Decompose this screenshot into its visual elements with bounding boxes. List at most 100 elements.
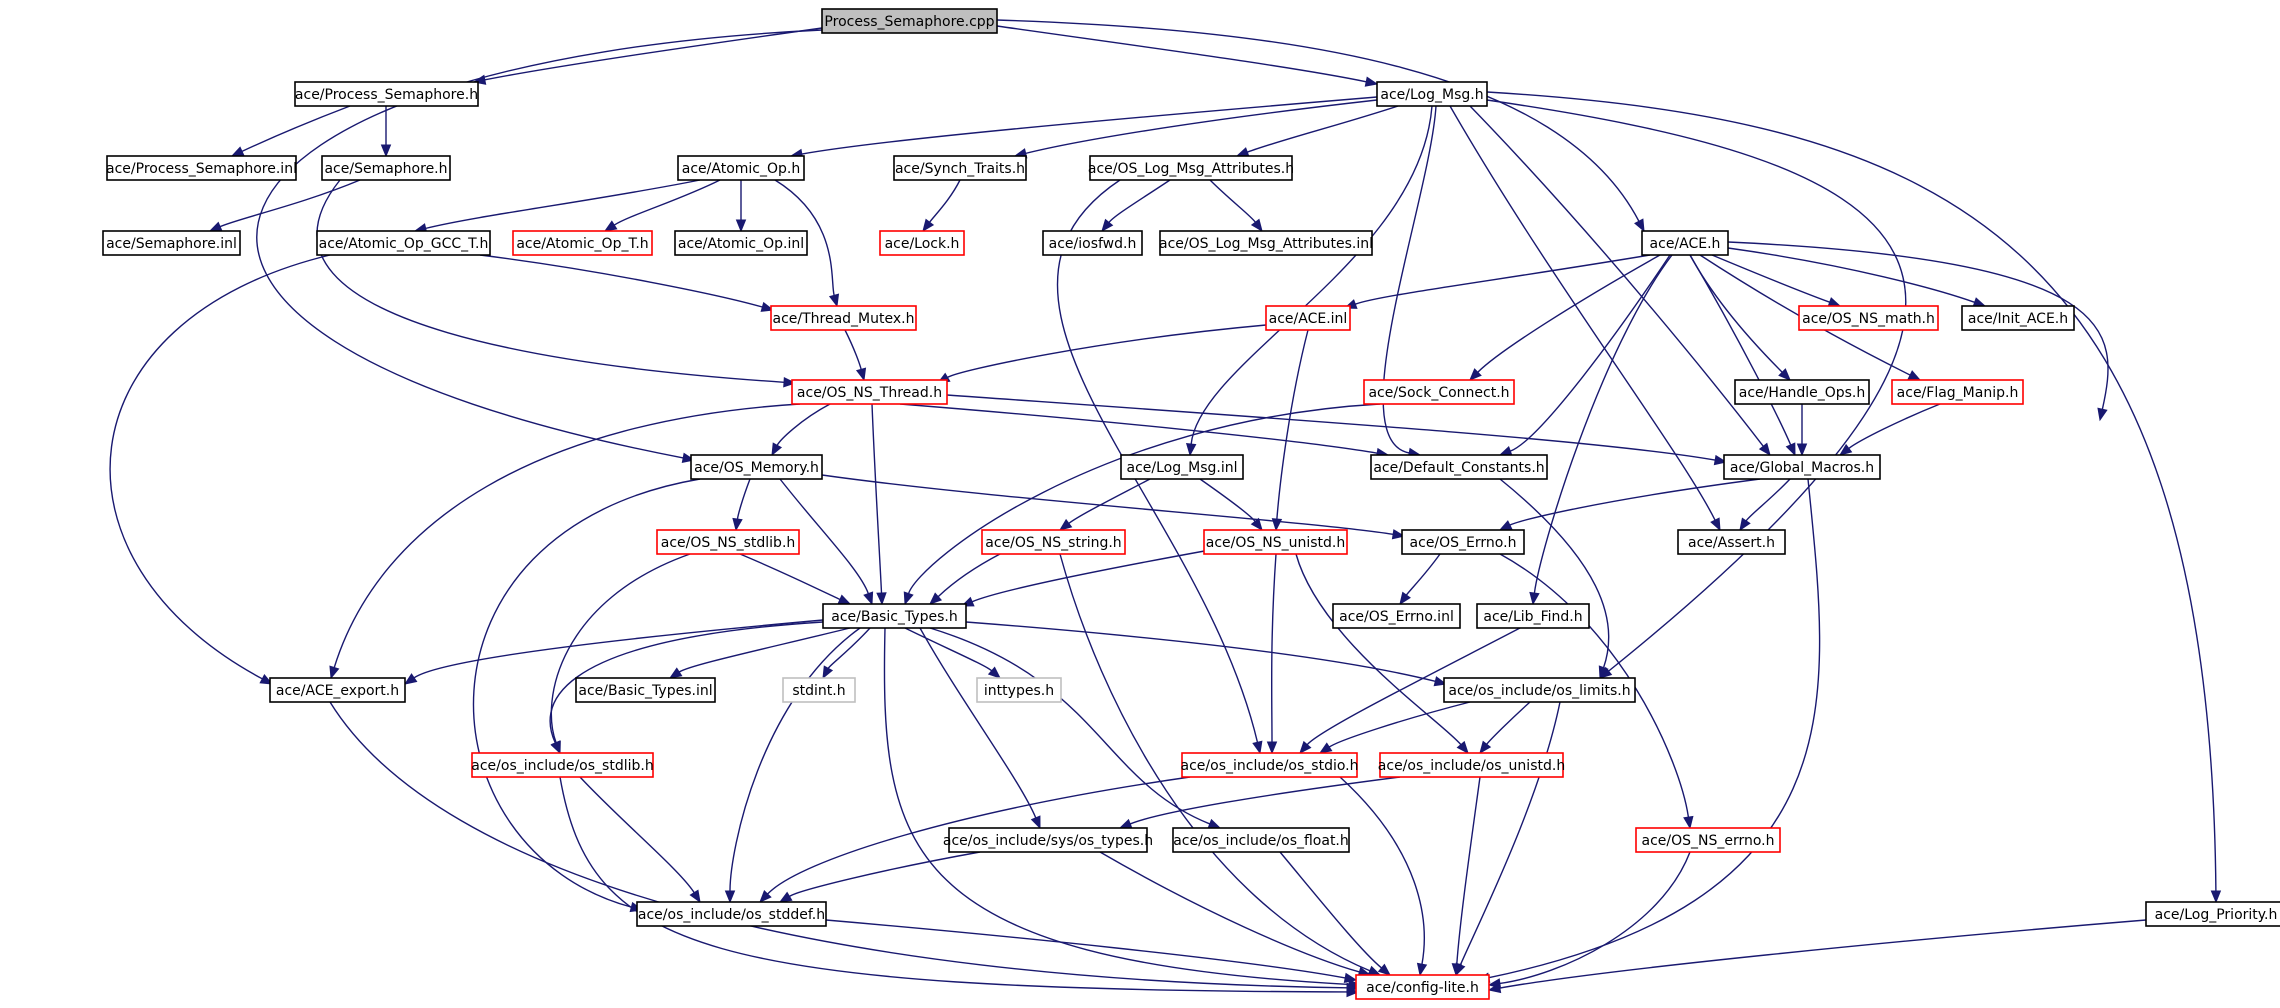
node-flag-manip-h[interactable]: ace/Flag_Manip.h <box>1891 379 2024 405</box>
edge-os_stdlib_h-to-config_lite_h <box>559 776 1360 998</box>
node-label: ace/Semaphore.inl <box>106 236 237 252</box>
node-handle-ops-h[interactable]: ace/Handle_Ops.h <box>1734 379 1870 405</box>
edge-ace_h-to-sock_connect_h <box>1469 254 1661 381</box>
node-synch-traits-h[interactable]: ace/Synch_Traits.h <box>893 155 1027 181</box>
node-os-limits-h[interactable]: ace/os_include/os_limits.h <box>1443 677 1636 703</box>
node-os-memory-h[interactable]: ace/OS_Memory.h <box>690 454 823 480</box>
edge-line <box>907 403 1381 594</box>
edge-arrowhead <box>778 891 793 903</box>
node-lock-h[interactable]: ace/Lock.h <box>879 230 965 256</box>
node-inttypes-h[interactable]: inttypes.h <box>976 677 1062 703</box>
node-os-ns-string-h[interactable]: ace/OS_NS_string.h <box>981 529 1126 555</box>
node-thread-mutex-h[interactable]: ace/Thread_Mutex.h <box>770 305 917 331</box>
node-log-msg-inl[interactable]: ace/Log_Msg.inl <box>1120 454 1244 480</box>
edge-os_float_h-to-config_lite_h <box>1279 851 1392 976</box>
edge-line <box>241 105 351 153</box>
edge-os_ns_unistd_h-to-basic_types_h <box>960 549 1211 607</box>
node-os-stddef-h[interactable]: ace/os_include/os_stddef.h <box>636 901 827 927</box>
node-iosfwd-h[interactable]: ace/iosfwd.h <box>1042 230 1143 256</box>
node-os-stdio-h[interactable]: ace/os_include/os_stdio.h <box>1181 752 1359 778</box>
node-label: ace/OS_Log_Msg_Attributes.h <box>1088 161 1294 177</box>
node-init-ace-h[interactable]: ace/Init_ACE.h <box>1961 305 2075 331</box>
node-os-ns-unistd-h[interactable]: ace/OS_NS_unistd.h <box>1203 529 1348 555</box>
edge-line <box>1469 105 1764 447</box>
node-lib-find-h[interactable]: ace/Lib_Find.h <box>1476 603 1590 629</box>
node-os-float-h[interactable]: ace/os_include/os_float.h <box>1172 827 1350 853</box>
node-atomic-op-gcc-t-h[interactable]: ace/Atomic_Op_GCC_T.h <box>316 230 491 256</box>
node-box <box>782 677 856 703</box>
node-global-macros-h[interactable]: ace/Global_Macros.h <box>1723 454 1881 480</box>
node-box <box>294 81 479 107</box>
edge-os_unistd_h-to-config_lite_h <box>1451 776 1481 977</box>
edge-arrowhead <box>987 666 1001 679</box>
node-os-ns-stdlib-h[interactable]: ace/OS_NS_stdlib.h <box>656 529 800 555</box>
edge-arrowhead <box>922 218 935 233</box>
edge-line <box>1199 478 1256 522</box>
edge-os_memory_h-to-os_ns_stdlib_h <box>732 478 751 532</box>
node-process-semaphore-h[interactable]: ace/Process_Semaphore.h <box>294 81 479 107</box>
node-assert-h[interactable]: ace/Assert.h <box>1677 529 1786 555</box>
edge-os_limits_h-to-os_unistd_h <box>1479 701 1531 755</box>
node-config-lite-h[interactable]: ace/config-lite.h <box>1355 974 1490 1000</box>
node-semaphore-inl[interactable]: ace/Semaphore.inl <box>102 230 241 256</box>
edge-arrowhead <box>903 591 914 606</box>
edge-os_stdio_h-to-config_lite_h <box>1339 776 1428 977</box>
edge-arrowhead <box>1451 963 1463 977</box>
edge-arrowhead <box>403 673 418 685</box>
node-os-ns-errno-h[interactable]: ace/OS_NS_errno.h <box>1635 827 1781 853</box>
node-ace-inl[interactable]: ace/ACE.inl <box>1265 305 1351 331</box>
edge-arrowhead <box>863 591 874 606</box>
edge-arrowhead <box>1101 218 1114 233</box>
edge-line <box>871 403 883 594</box>
node-os-stdlib-h[interactable]: ace/os_include/os_stdlib.h <box>471 752 654 778</box>
edge-arrowhead <box>1778 368 1791 381</box>
node-default-constants-h[interactable]: ace/Default_Constants.h <box>1370 454 1548 480</box>
edge-arrowhead <box>1529 591 1540 606</box>
node-label: ace/Flag_Manip.h <box>1897 385 2019 401</box>
node-basic-types-inl[interactable]: ace/Basic_Types.inl <box>575 677 716 703</box>
node-sys-os-types-h[interactable]: ace/os_include/sys/os_types.h <box>943 827 1153 853</box>
node-box <box>791 379 948 405</box>
node-os-unistd-h[interactable]: ace/os_include/os_unistd.h <box>1378 752 1565 778</box>
edge-line <box>801 96 1378 155</box>
node-semaphore-h[interactable]: ace/Semaphore.h <box>321 155 451 181</box>
node-ace-h[interactable]: ace/ACE.h <box>1641 230 1729 256</box>
node-sock-connect-h[interactable]: ace/Sock_Connect.h <box>1363 379 1515 405</box>
node-label: ace/Basic_Types.inl <box>578 683 712 699</box>
node-process-semaphore-inl[interactable]: ace/Process_Semaphore.inl <box>106 155 297 181</box>
node-process-semaphore-cpp[interactable]: Process_Semaphore.cpp <box>821 8 998 34</box>
node-box <box>1172 827 1350 853</box>
edge-line <box>937 553 1001 598</box>
node-os-errno-h[interactable]: ace/OS_Errno.h <box>1401 529 1525 555</box>
node-os-ns-thread-h[interactable]: ace/OS_NS_Thread.h <box>791 379 948 405</box>
node-atomic-op-inl[interactable]: ace/Atomic_Op.inl <box>674 230 808 256</box>
edge-arrowhead <box>1250 218 1263 233</box>
edge-line <box>1270 553 1277 743</box>
edge-arrowhead <box>550 740 561 755</box>
node-os-log-msg-attributes-inl[interactable]: ace/OS_Log_Msg_Attributes.inl <box>1159 230 1373 256</box>
edge-os_ns_unistd_h-to-os_unistd_h <box>1295 553 1469 755</box>
node-label: ace/Semaphore.h <box>324 161 447 177</box>
edge-arrowhead <box>380 144 392 158</box>
node-atomic-op-h[interactable]: ace/Atomic_Op.h <box>677 155 805 181</box>
node-ace-export-h[interactable]: ace/ACE_export.h <box>269 677 406 703</box>
node-basic-types-h[interactable]: ace/Basic_Types.h <box>822 603 967 629</box>
edge-line <box>109 254 331 680</box>
edge-os_ns_thread_h-to-basic_types_h <box>871 403 887 606</box>
node-log-msg-h[interactable]: ace/Log_Msg.h <box>1376 81 1488 107</box>
edge-line <box>827 627 871 669</box>
node-log-priority-h[interactable]: ace/Log_Priority.h <box>2145 901 2280 927</box>
node-label: ace/Log_Priority.h <box>2155 907 2278 923</box>
edge-arrowhead <box>1634 218 1645 233</box>
edge-line <box>479 254 763 308</box>
node-stdint-h[interactable]: stdint.h <box>782 677 856 703</box>
node-atomic-op-t-h[interactable]: ace/Atomic_Op_T.h <box>512 230 653 256</box>
node-os-errno-inl[interactable]: ace/OS_Errno.inl <box>1332 603 1461 629</box>
node-box <box>2145 901 2280 927</box>
edge-os_ns_unistd_h-to-os_stdio_h <box>1266 553 1278 755</box>
node-os-log-msg-attributes-h[interactable]: ace/OS_Log_Msg_Attributes.h <box>1088 155 1294 181</box>
node-label: ace/Log_Msg.inl <box>1127 460 1238 476</box>
node-label: inttypes.h <box>984 683 1054 699</box>
node-os-ns-math-h[interactable]: ace/OS_NS_math.h <box>1798 305 1939 331</box>
